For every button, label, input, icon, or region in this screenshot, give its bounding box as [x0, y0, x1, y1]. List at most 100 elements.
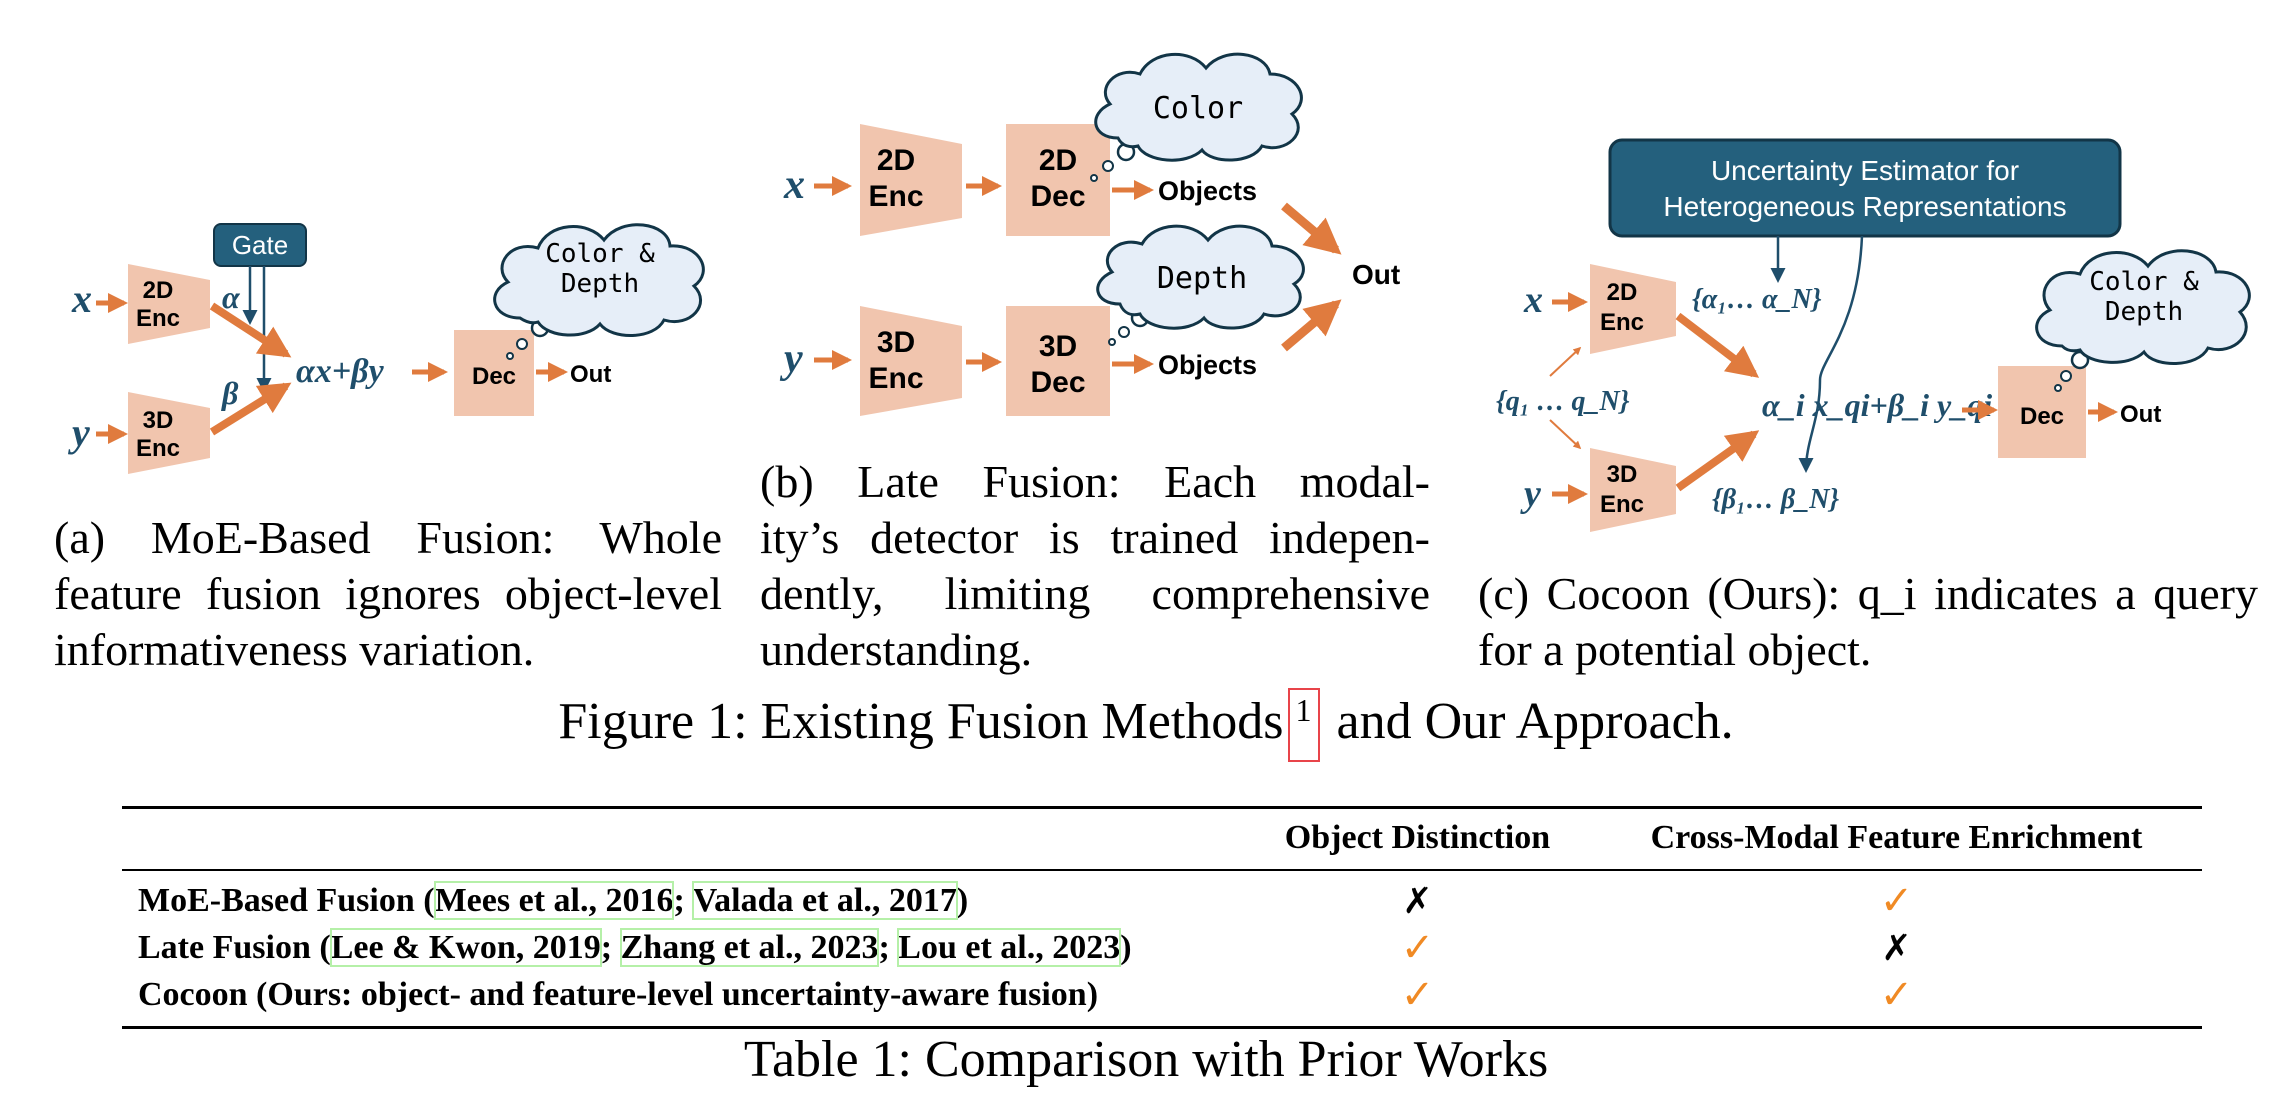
- cross-icon: ✗: [1402, 880, 1433, 921]
- figure-caption-text: Figure 1: Existing Fusion Methods: [558, 693, 1284, 750]
- enc-3d-block: [1590, 448, 1676, 532]
- input-y: y: [1520, 473, 1541, 515]
- beta-label: β: [221, 375, 239, 411]
- query-to-enc2d: [1549, 346, 1582, 377]
- figure-1-diagram: x 2D Enc y 3D Enc Gate α β αx+βy Dec Out…: [68, 52, 2251, 532]
- enrichment-cell: ✓: [1591, 870, 2202, 924]
- betas-set: {β₁… β_N}: [1712, 484, 1839, 515]
- cloud-line-1: Color &: [2089, 267, 2199, 297]
- dec-2d-label-1: 2D: [1039, 144, 1077, 177]
- panel-c: Uncertainty Estimator for Heterogeneous …: [1496, 138, 2251, 532]
- table-header-cell: Cross-Modal Feature Enrichment: [1650, 819, 2143, 856]
- caption-line: dently, limiting comprehensive: [760, 568, 1430, 619]
- thought-cloud: [2035, 249, 2251, 365]
- thought-cloud-color: [1094, 52, 1303, 162]
- method-suffix: ): [956, 881, 969, 919]
- enc-3d-label-1: 3D: [877, 326, 915, 359]
- cloud-line-2: Depth: [561, 269, 639, 299]
- citation-link[interactable]: Lee & Kwon, 2019: [329, 927, 602, 967]
- thought-dot: [1108, 338, 1116, 346]
- citation-link[interactable]: Valada et al., 2017: [691, 880, 958, 920]
- caption-line: (b) Late Fusion: Each modal-: [760, 456, 1430, 507]
- enc-3d-label-2: Enc: [136, 435, 180, 462]
- thought-cloud-depth: [1096, 224, 1305, 330]
- citation-link[interactable]: Mees et al., 2016: [433, 880, 675, 920]
- input-y: y: [779, 336, 803, 382]
- method-cell: Cocoon (Ours: object- and feature-level …: [122, 971, 1244, 1028]
- cross-icon: ✗: [1881, 927, 1912, 968]
- arrow-top-to-out: [1281, 202, 1342, 255]
- table-header-cell: Object Distinction: [1284, 819, 1551, 856]
- thought-dot: [516, 338, 528, 350]
- table-row: Cocoon (Ours: object- and feature-level …: [122, 971, 2202, 1028]
- table-row: Late Fusion (Lee & Kwon, 2019; Zhang et …: [122, 924, 2202, 971]
- thought-dot: [1090, 174, 1098, 182]
- dec-3d-block: [1006, 306, 1110, 416]
- method-name: Late Fusion (: [138, 928, 331, 966]
- gate-label: Gate: [232, 230, 288, 260]
- banner-line-1: Uncertainty Estimator for: [1711, 155, 2019, 186]
- enc-2d-block: [128, 264, 210, 344]
- thought-dot: [2060, 370, 2072, 382]
- caption-line: feature fusion ignores object-level: [54, 568, 722, 619]
- caption-line: (a) MoE-Based Fusion: Whole: [54, 512, 722, 563]
- objects-label-bottom: Objects: [1158, 350, 1257, 380]
- thought-dot: [1102, 160, 1114, 172]
- enc-2d-label-1: 2D: [877, 144, 915, 177]
- enrichment-cell: ✓: [1591, 971, 2202, 1028]
- enrichment-cell: ✗: [1591, 924, 2202, 971]
- enc-3d-label-1: 3D: [1607, 461, 1638, 488]
- out-label: Out: [1352, 259, 1400, 290]
- citation-link[interactable]: Zhang et al., 2023: [619, 927, 880, 967]
- distinction-cell: ✓: [1244, 924, 1591, 971]
- queries-set: {q₁ … q_N}: [1496, 386, 1630, 417]
- input-x: x: [71, 276, 92, 321]
- enc-2d-block: [1590, 264, 1676, 354]
- alpha-label: α: [222, 279, 241, 315]
- method-cell: MoE-Based Fusion (Mees et al., 2016; Val…: [138, 880, 969, 920]
- dec-label: Dec: [472, 363, 516, 390]
- table-body: MoE-Based Fusion (Mees et al., 2016; Val…: [122, 870, 2202, 1028]
- footnote-ref-link[interactable]: 1: [1287, 688, 1320, 762]
- citation-link[interactable]: Lou et al., 2023: [897, 927, 1122, 967]
- comparison-table: Object Distinction Cross-Modal Feature E…: [122, 806, 2202, 1029]
- thought-dot: [1118, 326, 1130, 338]
- enc-2d-label-2: Enc: [868, 180, 923, 213]
- cloud-line-1: Color &: [545, 239, 655, 269]
- input-x: x: [783, 162, 805, 208]
- figure-caption-text-end: and Our Approach.: [1323, 693, 1734, 750]
- enc-2d-label-1: 2D: [143, 277, 174, 304]
- dec-block: [1998, 366, 2086, 458]
- arrow-enc2d-to-combo: [1675, 312, 1760, 378]
- checkmark-icon: ✓: [1400, 925, 1435, 970]
- cloud-line-2: Depth: [2105, 297, 2183, 327]
- subcaption-c: (c) Cocoon (Ours): q_i indicates a query…: [1478, 566, 2258, 678]
- subcaption-a: (a) MoE-Based Fusion: Whole feature fusi…: [54, 510, 722, 678]
- arrow-enc2d-to-combo: [209, 302, 292, 358]
- enc-3d-label-2: Enc: [868, 362, 923, 395]
- thought-dot: [506, 352, 514, 360]
- arrow-enc3d-to-combo: [209, 382, 292, 436]
- alphas-set: {α₁… α_N}: [1692, 284, 1822, 315]
- caption-line: informativeness variation.: [54, 624, 535, 675]
- dec-3d-label-2: Dec: [1030, 366, 1085, 399]
- checkmark-icon: ✓: [1879, 972, 1914, 1017]
- input-x: x: [1523, 279, 1543, 321]
- fusion-formula: α_i x_qi+β_i y_qi: [1762, 387, 1992, 423]
- dec-2d-label-2: Dec: [1030, 180, 1085, 213]
- enc-3d-label-1: 3D: [143, 407, 174, 434]
- table-header-row: Object Distinction Cross-Modal Feature E…: [122, 807, 2202, 871]
- input-y: y: [68, 410, 90, 455]
- gate-box: [213, 223, 307, 267]
- method-name: Cocoon (Ours: object- and feature-level …: [138, 975, 1099, 1013]
- enc-3d-label-2: Enc: [1600, 491, 1644, 518]
- distinction-cell: ✓: [1244, 971, 1591, 1028]
- fusion-formula: αx+βy: [296, 353, 385, 390]
- panel-b: x 2D Enc 2D Dec Objects Color y 3D Enc 3…: [779, 52, 1400, 416]
- checkmark-icon: ✓: [1400, 972, 1435, 1017]
- table-header-cell: [122, 808, 1244, 871]
- enc-3d-block: [128, 392, 210, 474]
- checkmark-icon: ✓: [1879, 878, 1914, 923]
- cloud-depth-label: Depth: [1157, 261, 1247, 296]
